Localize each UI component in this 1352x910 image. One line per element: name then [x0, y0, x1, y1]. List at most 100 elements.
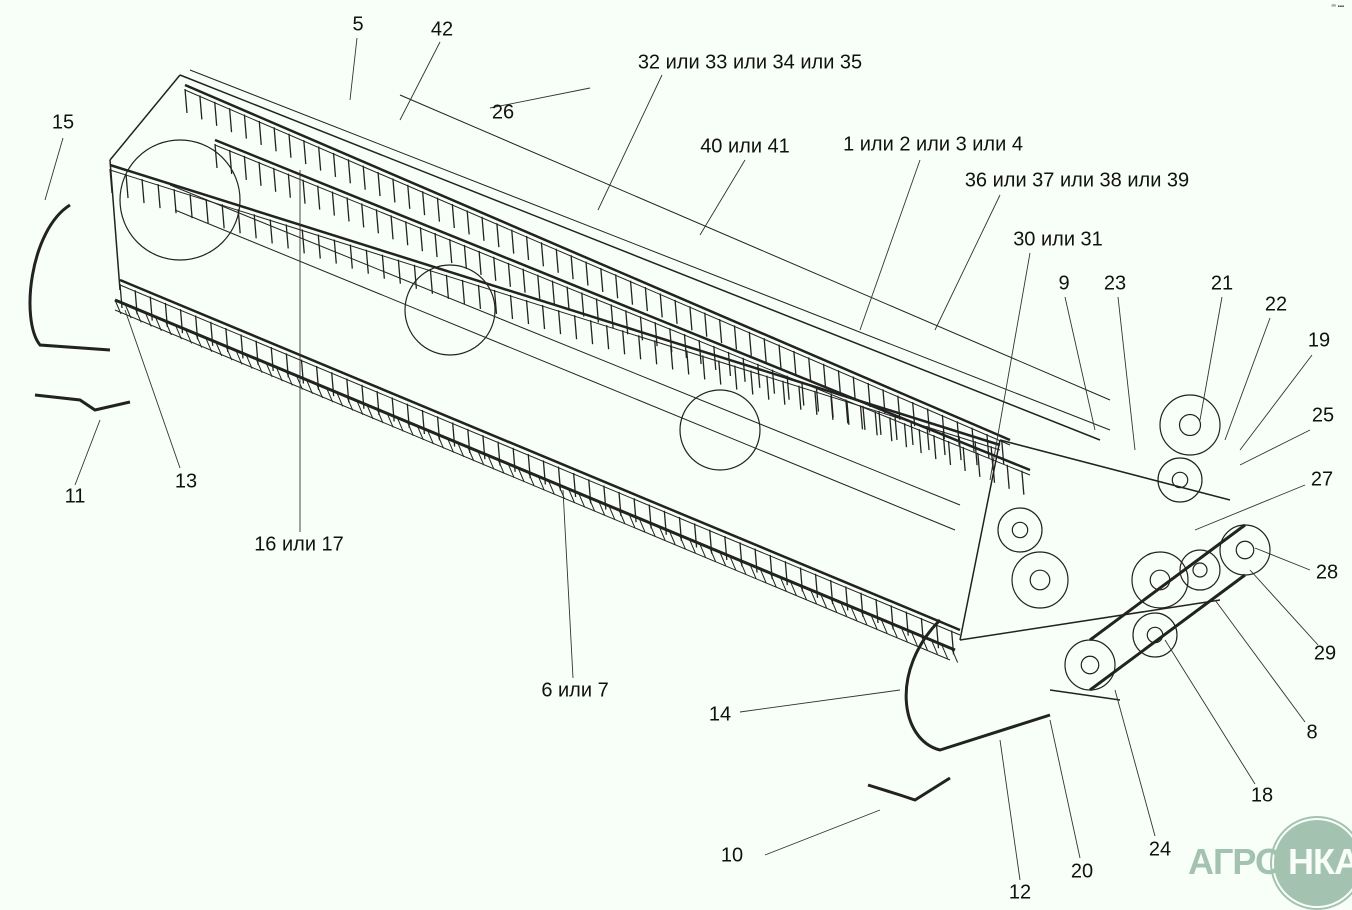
knife-section	[245, 354, 253, 369]
pulley-wheel	[1219, 524, 1271, 576]
reel-tine	[1006, 464, 1010, 489]
pulley-wheel	[1011, 551, 1069, 609]
reel-tine	[801, 381, 805, 406]
reel-tine	[734, 365, 738, 390]
reel-tine	[793, 350, 797, 376]
knife-section	[951, 648, 959, 663]
knife-section	[830, 598, 838, 613]
reel-tine	[493, 256, 497, 281]
reel-tine	[698, 339, 702, 365]
reel-tine	[782, 380, 786, 405]
reel-tube	[184, 89, 1011, 446]
reel-tine	[173, 189, 177, 214]
reel-tine	[317, 185, 321, 210]
knife-section	[275, 367, 283, 382]
upper-frame-beam	[189, 69, 1111, 431]
callout-label-25: 25	[1311, 404, 1335, 427]
reel-tine	[702, 355, 706, 380]
knife-section	[547, 480, 555, 495]
leader-line-11	[74, 419, 101, 486]
reel-tine	[199, 95, 203, 120]
reel-tine	[778, 344, 782, 369]
reel-tine	[830, 393, 834, 418]
leader-line-26	[489, 87, 591, 109]
knife-section	[779, 577, 787, 592]
knife-section	[185, 329, 193, 344]
reel-tine	[557, 310, 562, 335]
knife-section	[416, 425, 424, 441]
leader-line-6	[562, 489, 574, 679]
reel-tine	[243, 155, 247, 180]
knife-section	[336, 392, 344, 407]
knife-section	[679, 535, 686, 550]
leader-line-40	[699, 159, 746, 236]
reel-tine	[429, 269, 434, 294]
reel-tine	[141, 179, 145, 204]
reel-tine	[615, 274, 619, 299]
side-frame	[109, 74, 181, 161]
knife-section	[941, 644, 949, 659]
reel-tine	[845, 399, 849, 424]
auger-flight	[119, 139, 241, 261]
reel-tine	[638, 335, 642, 360]
reel-tine	[713, 345, 717, 371]
reel-tine	[525, 299, 530, 325]
reel-tine	[689, 306, 693, 331]
knife-section	[447, 438, 455, 453]
reel-tine	[214, 143, 218, 169]
auger-tube	[174, 209, 956, 531]
knife-section	[437, 434, 445, 449]
callout-label-27: 27	[1310, 468, 1334, 491]
pulley-hub	[1080, 655, 1100, 675]
drive-frame	[959, 599, 1221, 641]
reel-tube	[109, 169, 1001, 451]
leader-line-28	[1254, 547, 1311, 571]
reel-tine	[903, 423, 908, 448]
reel-tine	[874, 411, 878, 436]
reel-tine	[436, 197, 441, 222]
reel-tine	[589, 320, 594, 345]
knife-section	[497, 459, 505, 474]
reel-tine	[287, 173, 291, 198]
knife-section	[648, 522, 656, 537]
reel-tine	[897, 395, 901, 420]
callout-label-6: 6 или 7	[541, 679, 609, 702]
reel-tine	[285, 224, 289, 249]
reel-tine	[332, 152, 337, 177]
corner-mark: ᵃⁿ ▪▪▪	[1331, 4, 1344, 10]
reel-tine	[451, 203, 455, 229]
reel-tine	[654, 322, 658, 347]
reel-tine	[962, 446, 966, 471]
pulley-hub	[1029, 569, 1051, 591]
reel-tine	[361, 203, 365, 228]
knife-section	[799, 585, 807, 600]
reel-tine	[683, 334, 688, 359]
knife-section	[759, 568, 767, 583]
knife-section	[860, 610, 868, 625]
callout-label-11: 11	[64, 485, 86, 508]
leader-line-36	[934, 194, 1001, 331]
reel-tine	[362, 165, 366, 190]
knife-section	[366, 404, 374, 420]
reel-tine	[551, 280, 556, 305]
knife-section	[356, 400, 364, 415]
callout-label-32: 32 или 33 или 34 или 35	[637, 51, 863, 74]
reel-tine	[258, 120, 262, 146]
reel-tine	[621, 330, 626, 355]
reel-tine	[822, 363, 827, 388]
reel-tine	[894, 415, 898, 441]
knife-section	[578, 493, 586, 508]
reel-tine	[669, 328, 673, 353]
knife-section	[699, 543, 707, 558]
reel-tine	[540, 242, 545, 267]
reel-tine	[419, 227, 424, 252]
pulley-hub	[1235, 540, 1255, 560]
leader-line-30	[989, 252, 1031, 481]
leader-line-5	[349, 37, 358, 101]
callout-label-19: 19	[1307, 329, 1331, 352]
reel-tine	[1001, 440, 1005, 465]
knife-section	[789, 581, 797, 596]
reel-tine	[317, 234, 321, 259]
upper-frame-beam	[179, 74, 1101, 441]
